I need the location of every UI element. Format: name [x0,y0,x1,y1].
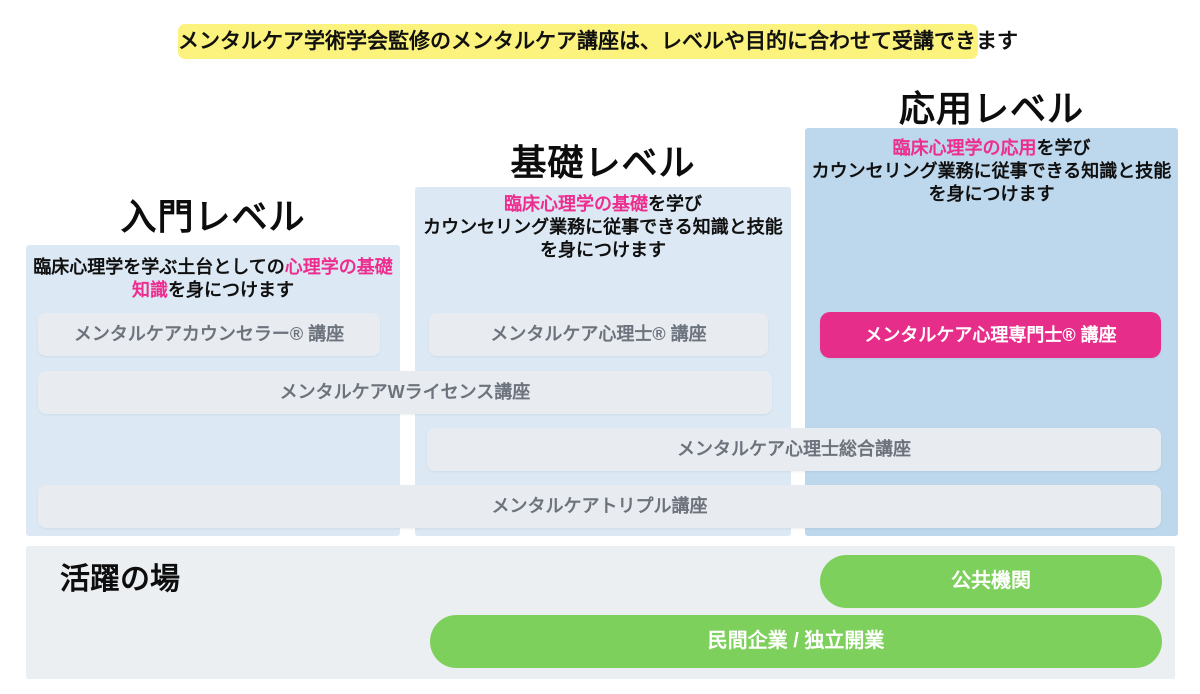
desc-text: を身につけます [928,184,1055,204]
course-button-w-license[interactable]: メンタルケアWライセンス講座 [38,371,772,414]
desc-line: 臨床心理学の基礎を学び [419,193,787,216]
desc-text: を身につけます [168,280,294,300]
basic-level-panel [415,187,791,536]
course-button-mental-care-specialist[interactable]: メンタルケア心理専門士® 講座 [820,312,1161,358]
desc-line: カウンセリング業務に従事できる知識と技能 [809,160,1174,183]
desc-line: を身につけます [809,183,1174,206]
desc-text: 臨床心理学を学ぶ土台としての [33,257,285,277]
desc-line: 知識を身につけます [30,279,396,302]
career-fields-title: 活躍の場 [60,563,180,596]
desc-text: を身につけます [540,240,666,260]
advanced-level-description: 臨床心理学の応用を学び カウンセリング業務に従事できる知識と技能 を身につけます [809,137,1174,206]
desc-text-highlight: 臨床心理学の応用 [892,138,1037,158]
desc-line: を身につけます [419,239,787,262]
course-button-psychologist-sogo[interactable]: メンタルケア心理士総合講座 [427,428,1161,471]
desc-line: 臨床心理学の応用を学び [809,137,1174,160]
course-button-triple[interactable]: メンタルケアトリプル講座 [38,485,1161,528]
banner: メンタルケア学術学会監修のメンタルケア講座は、レベルや目的に合わせて受講できます [178,24,1018,59]
desc-text: カウンセリング業務に従事できる知識と技能 [811,161,1172,181]
desc-line: 臨床心理学を学ぶ土台としての心理学の基礎 [30,256,396,279]
course-button-mental-care-counselor[interactable]: メンタルケアカウンセラー® 講座 [38,313,380,356]
desc-text: を学び [648,194,702,214]
intro-level-description: 臨床心理学を学ぶ土台としての心理学の基礎 知識を身につけます [30,256,396,302]
level-title-advanced: 応用レベル [898,88,1084,129]
desc-text-highlight: 臨床心理学の基礎 [504,194,648,214]
desc-text: を学び [1036,138,1091,158]
desc-text: カウンセリング業務に従事できる知識と技能 [423,217,783,237]
career-area-public-institutions: 公共機関 [820,555,1162,608]
level-title-intro: 入門レベル [120,196,306,237]
basic-level-description: 臨床心理学の基礎を学び カウンセリング業務に従事できる知識と技能 を身につけます [419,193,787,262]
course-button-mental-care-psychologist[interactable]: メンタルケア心理士® 講座 [429,313,768,356]
desc-line: カウンセリング業務に従事できる知識と技能 [419,216,787,239]
desc-text-highlight: 知識 [132,280,168,300]
desc-text-highlight: 心理学の基礎 [284,257,393,277]
career-area-private-independent: 民間企業 / 独立開業 [430,615,1162,668]
level-title-basic: 基礎レベル [510,142,696,183]
